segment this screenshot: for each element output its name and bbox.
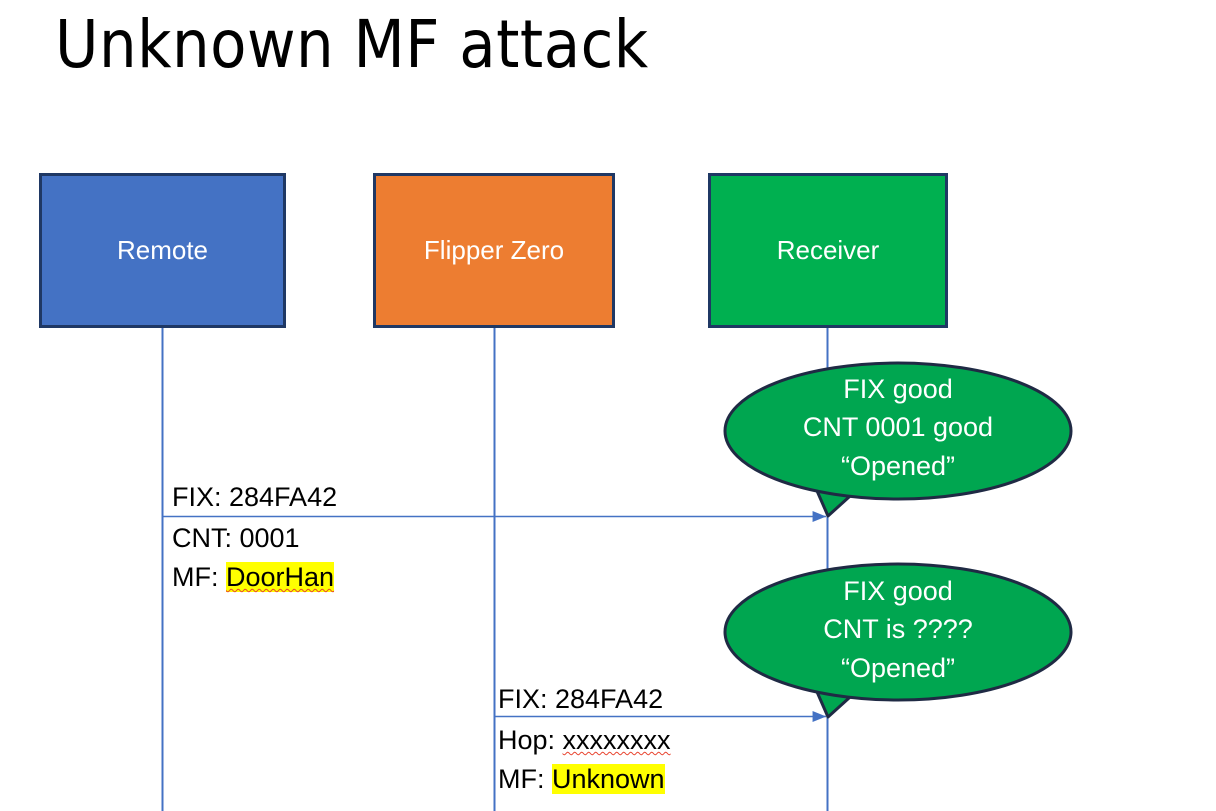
message-line-mf2-value: Unknown	[552, 764, 665, 795]
message-line-hop-prefix: Hop:	[498, 725, 563, 755]
actor-label-receiver: Receiver	[776, 235, 880, 266]
message-line-hop: Hop: xxxxxxxx	[498, 721, 671, 760]
actor-label-flipper: Flipper Zero	[423, 235, 565, 266]
actor-box-receiver[interactable]: Receiver	[708, 173, 948, 328]
message-line-mf-doorhan: MF: DoorHan	[172, 558, 335, 597]
message-line-cnt-value: 0001	[239, 523, 300, 553]
message-label-above-flipper-to-receiver: FIX: 284FA42	[498, 684, 664, 714]
actor-label-remote: Remote	[116, 235, 209, 266]
message-line-mf-prefix: MF:	[172, 562, 226, 593]
message-line-mf-unknown: MF: Unknown	[498, 760, 671, 799]
callout-first-shape	[723, 361, 1073, 518]
message-line-cnt-prefix: CNT:	[172, 523, 240, 553]
message-label-below-flipper-to-receiver: Hop: xxxxxxxx MF: Unknown	[498, 721, 671, 799]
actor-box-remote[interactable]: Remote	[39, 173, 286, 328]
page-title: Unknown MF attack	[55, 6, 649, 83]
actor-box-flipper[interactable]: Flipper Zero	[373, 173, 615, 328]
message-label-above-remote-to-receiver: FIX: 284FA42	[172, 482, 338, 512]
message-line-cnt: CNT: 0001	[172, 519, 334, 558]
message-line-hop-value: xxxxxxxx	[562, 725, 671, 755]
message-line-mf-value: DoorHan	[226, 562, 335, 593]
message-label-below-remote-to-receiver: CNT: 0001 MF: DoorHan	[172, 519, 335, 597]
message-line-mf2-prefix: MF:	[498, 764, 552, 795]
callout-second-shape	[723, 562, 1073, 719]
